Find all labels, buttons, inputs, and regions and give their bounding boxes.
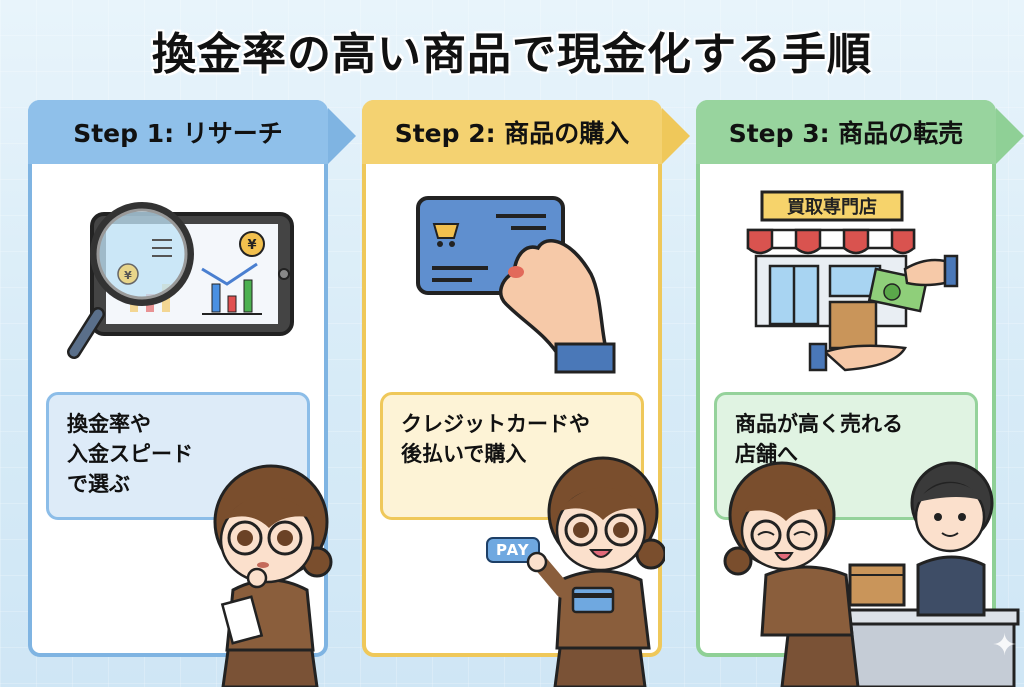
sparkle-icon: ✦ — [992, 628, 1017, 663]
page-title: 換金率の高い商品で現金化する手順 — [152, 29, 872, 80]
svg-text:¥: ¥ — [247, 238, 256, 253]
buyback-shop-icon: 買取専門店 — [746, 190, 959, 372]
arrow-right-icon — [996, 108, 1024, 164]
step-1-line-3: で選ぶ — [67, 472, 130, 496]
step-3-line-1: 商品が高く売れる — [735, 412, 903, 436]
pointing-woman-character-icon — [526, 456, 665, 687]
svg-text:買取専門店: 買取専門店 — [787, 196, 877, 218]
step-1-line-2: 入金スピード — [67, 442, 193, 466]
step-1-header: Step 1: リサーチ — [28, 100, 328, 164]
credit-card-hand-icon — [416, 196, 616, 374]
shop-exchange-characters-icon: ✦ — [723, 461, 1020, 687]
svg-text:¥: ¥ — [124, 269, 132, 282]
step-2-line-1: クレジットカードや — [401, 412, 590, 436]
step-2-title: Step 2: 商品の購入 — [394, 119, 630, 148]
step-2-line-2: 後払いで購入 — [401, 442, 527, 466]
step-1-title: Step 1: リサーチ — [73, 119, 283, 148]
arrow-right-icon — [328, 108, 356, 164]
step-2-header: Step 2: 商品の購入 — [362, 100, 662, 164]
step-1-line-1: 換金率や — [67, 412, 151, 436]
research-illustration-icon: ¥ ¥ — [67, 202, 294, 359]
step-1-panel: Step 1: リサーチ ¥ ¥ 換金率や 入金スピード で選ぶ — [28, 100, 356, 657]
step-3-title: Step 3: 商品の転売 — [728, 119, 964, 148]
thinking-woman-character-icon — [213, 464, 333, 687]
arrow-right-icon — [662, 108, 690, 164]
step-3-header: Step 3: 商品の転売 — [696, 100, 996, 164]
